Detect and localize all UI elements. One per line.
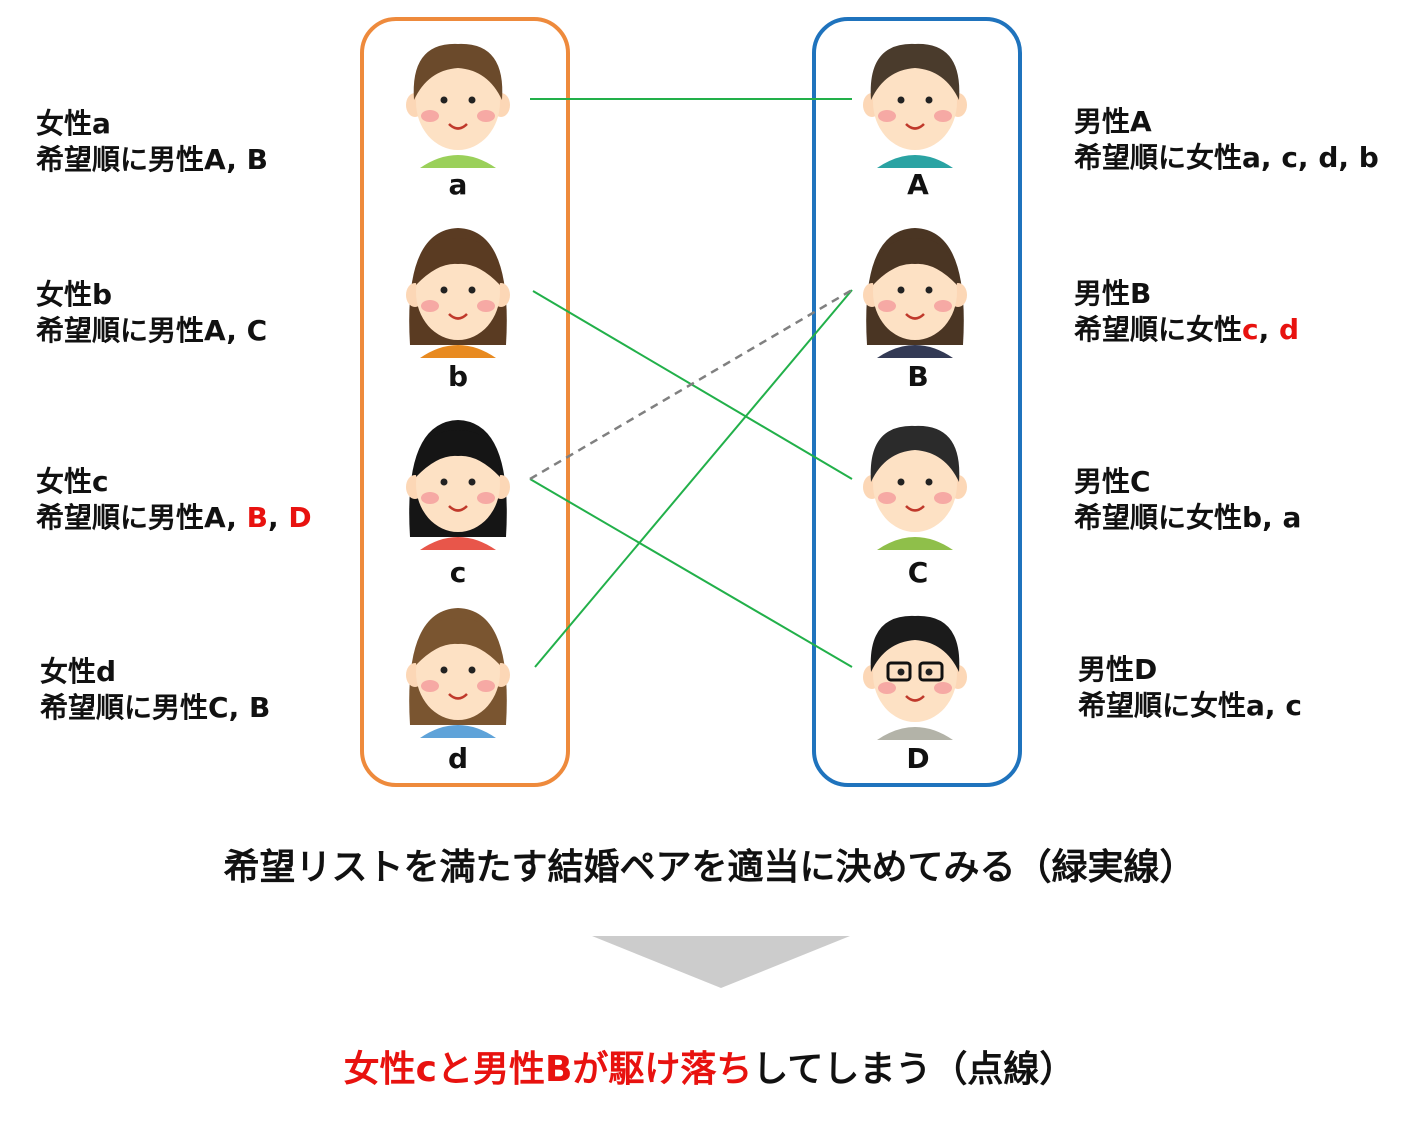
preference-item: B xyxy=(246,501,268,534)
woman-label-a: a xyxy=(448,168,468,201)
woman-label-c: c xyxy=(449,556,467,589)
preference-item: A xyxy=(204,501,227,534)
preference-list: 希望順に男性A, B, D xyxy=(36,500,312,536)
avatar-man-B xyxy=(863,228,967,358)
preference-item: B xyxy=(246,143,268,176)
preference-item: d xyxy=(1279,313,1300,346)
preference-separator: , xyxy=(226,143,247,176)
avatar-woman-c xyxy=(406,420,510,550)
woman-label-b: b xyxy=(447,360,469,393)
man-label-D: D xyxy=(906,742,930,775)
avatar-woman-d xyxy=(406,608,510,738)
preference-separator: , xyxy=(1338,141,1359,174)
men-group-box xyxy=(812,17,1022,787)
down-arrow xyxy=(592,936,850,988)
preference-separator: , xyxy=(1258,313,1280,346)
man-label-C: C xyxy=(907,556,929,589)
preference-item: a xyxy=(1282,501,1302,534)
avatars xyxy=(406,43,967,740)
avatar-man-D xyxy=(863,615,967,740)
preference-separator: , xyxy=(1264,689,1286,722)
preference-item: C xyxy=(208,691,229,724)
avatar-man-C xyxy=(863,425,967,550)
preference-item: A xyxy=(204,143,227,176)
preference-item: a xyxy=(1246,689,1265,722)
preference-separator: , xyxy=(1260,141,1282,174)
preference-item: B xyxy=(248,691,271,724)
woman-label-d: d xyxy=(447,742,469,775)
man-label-B: B xyxy=(907,360,929,393)
preference-list: 希望順に女性a, c, d, b xyxy=(1074,140,1379,176)
caption-2: 女性cと男性Bが駆け落ちしてしまう（点線） xyxy=(0,1040,1419,1092)
preference-list: 希望順に女性a, c xyxy=(1078,688,1302,724)
preference-item: A xyxy=(204,314,227,347)
preference-list: 希望順に女性b, a xyxy=(1074,500,1301,536)
preference-prefix: 希望順に男性 xyxy=(40,691,209,724)
preference-item: b xyxy=(1242,501,1263,534)
preference-list: 希望順に男性A, C xyxy=(36,313,267,349)
preference-prefix: 希望順に男性 xyxy=(36,314,205,347)
person-title: 女性a xyxy=(36,107,111,140)
preference-prefix: 希望順に女性 xyxy=(1074,141,1243,174)
avatar-woman-b xyxy=(406,228,510,358)
pair-line-d-B xyxy=(534,289,853,668)
preference-list: 希望順に男性C, B xyxy=(40,690,270,726)
preference-item: b xyxy=(1358,141,1379,174)
avatar-woman-a xyxy=(406,43,510,168)
preference-prefix: 希望順に男性 xyxy=(36,143,205,176)
women-group-box xyxy=(360,17,570,787)
caption-2-highlight: 女性cと男性Bが駆け落ち xyxy=(343,1049,753,1090)
preference-prefix: 希望順に女性 xyxy=(1074,501,1243,534)
man-label-A: A xyxy=(907,168,929,201)
caption-2-rest: してしまう（点線） xyxy=(752,1049,1076,1090)
caption-1: 希望リストを満たす結婚ペアを適当に決めてみる（緑実線） xyxy=(223,847,1196,888)
preference-prefix: 希望順に男性 xyxy=(36,501,205,534)
preference-list: 希望順に女性c, d xyxy=(1074,312,1299,348)
preference-item: d xyxy=(1318,141,1339,174)
person-title: 男性C xyxy=(1074,465,1151,498)
person-title: 女性b xyxy=(36,278,113,311)
preference-separator: , xyxy=(226,501,247,534)
person-title: 男性B xyxy=(1074,277,1152,310)
preference-item: a xyxy=(1242,141,1261,174)
preference-list: 希望順に男性A, B xyxy=(36,142,268,178)
preference-item: c xyxy=(1281,141,1298,174)
person-title: 女性c xyxy=(36,465,109,498)
preference-separator: , xyxy=(228,691,249,724)
pairing-lines xyxy=(529,98,853,668)
preference-prefix: 希望順に女性 xyxy=(1078,689,1247,722)
preference-separator: , xyxy=(226,314,247,347)
preference-prefix: 希望順に女性 xyxy=(1074,313,1243,346)
pair-line-c-D xyxy=(529,478,853,668)
preference-item: D xyxy=(288,501,312,534)
person-title: 女性d xyxy=(40,655,117,688)
preference-separator: , xyxy=(267,501,289,534)
preference-separator: , xyxy=(1262,501,1283,534)
avatar-man-A xyxy=(863,43,967,168)
person-title: 男性A xyxy=(1074,105,1152,138)
person-title: 男性D xyxy=(1078,653,1158,686)
preference-item: c xyxy=(1242,313,1259,346)
preference-item: C xyxy=(246,314,268,347)
preference-separator: , xyxy=(1297,141,1319,174)
elope-line-c-B xyxy=(529,288,853,481)
preference-item: c xyxy=(1285,689,1302,722)
